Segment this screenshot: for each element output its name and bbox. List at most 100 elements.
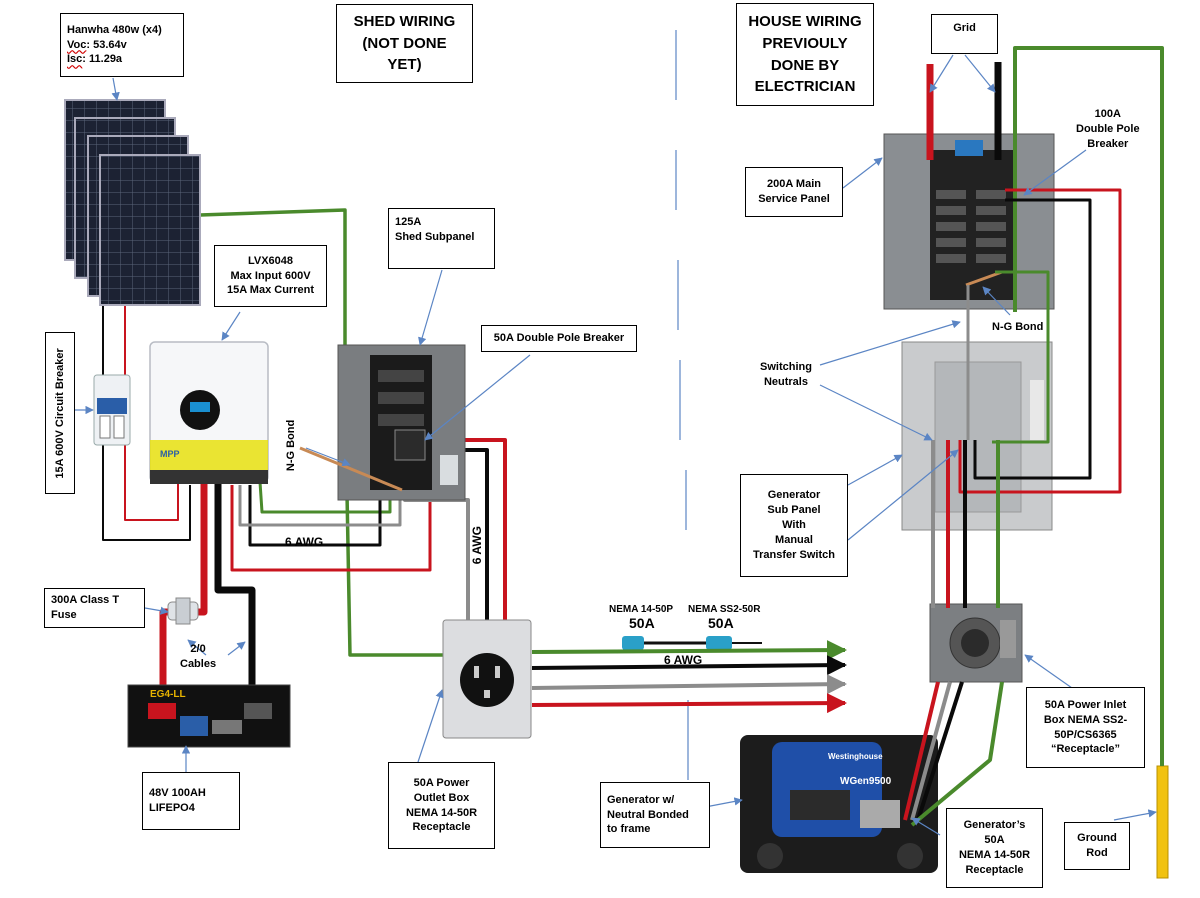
gen-receptacle-line4: Receptacle [965,863,1024,876]
shed-title-line1: SHED WIRING [353,12,456,30]
subpanel-amps: 125A [395,216,422,228]
ground-rod [1156,765,1169,879]
gen-subpanel-line3: With [782,519,806,532]
subpanel-label-box: 125A Shed Subpanel [388,208,495,269]
outlet-box-line4: Receptacle [412,821,471,834]
solar-model: Hanwha 480w (x4) [67,23,162,36]
main-panel-label-box: 200A Main Service Panel [745,167,843,217]
grid-label-box: Grid [931,14,998,54]
ground-rod-line2: Rod [1086,847,1108,859]
shed-breaker-label: 50A Double Pole Breaker [493,332,625,345]
inlet-box-line3: 50P/CS6365 [1054,728,1117,741]
shed-title-box: SHED WIRING (NOT DONE YET) [336,4,473,83]
generator-receptacle-label-box: Generator’s 50A NEMA 14-50R Receptacle [946,808,1043,888]
cord-plug-amps: 50A [629,615,655,631]
callout-arrows [75,54,1157,836]
generator-subpanel-label-box: Generator Sub Panel With Manual Transfer… [740,474,848,577]
solar-isc-key: Isc [67,53,83,66]
switching-neutrals-label: Switching Neutrals [760,360,812,390]
inlet-box-line1: 50A Power Inlet [1044,698,1127,711]
shed-title-line2: (NOT DONE [362,34,447,52]
house-ng-bond-label: N-G Bond [992,321,1044,333]
class-t-fuse [167,597,199,625]
ground-rod-line1: Ground [1077,832,1117,845]
generator-brand-text: Westinghouse [828,752,883,761]
generator-bond-label-box: Generator w/ Neutral Bonded to frame [600,782,710,848]
ground-rod-label-box: Ground Rod [1064,822,1130,870]
main-panel-rating: 200A Main [766,178,821,191]
pv-breaker [93,374,131,446]
battery [127,684,291,748]
inverter-spec-box: LVX6048 Max Input 600V 15A Max Current [214,245,327,307]
house-title-line3: DONE BY [770,56,840,74]
gen-receptacle-line3: NEMA 14-50R [958,849,1031,861]
fuse-label-box: 300A Class T Fuse [44,588,145,628]
shed-title-line3: YET) [387,56,422,74]
inverter-brand-text: MPP [160,449,180,459]
battery-voltage-capacity: 48V 100AH [149,787,206,800]
solar-panel-array [64,99,201,306]
gen-subpanel-line2: Sub Panel [767,504,821,517]
solar-voc-value: : 53.64v [86,38,127,51]
cord-plug-type: NEMA 14-50P [609,604,674,615]
solar-voc: Voc: 53.64v [67,38,127,53]
shed-breaker-label-box: 50A Double Pole Breaker [481,325,637,352]
solar-isc-value: : 11.29a [82,53,123,66]
interconnect-gauge-label: 6 AWG [664,653,703,667]
shed-subpanel [299,344,466,501]
outlet-box-line3: NEMA 14-50R [405,806,478,819]
gen-receptacle-line2: 50A [984,834,1005,847]
gen-subpanel-line4: Manual [775,533,813,546]
house-title-line1: HOUSE WIRING [748,13,862,30]
house-title-line2: PREVIOULY [762,34,848,52]
house-title-box: HOUSE WIRING PREVIOULY DONE BY ELECTRICI… [736,3,874,106]
solar-voc-key: Voc [67,38,87,51]
power-inlet-box [929,603,1023,683]
main-breaker-label: 100A Double Pole Breaker [1076,107,1140,152]
house-title-line4: ELECTRICIAN [754,78,856,96]
switching-neutrals-line1: Switching [760,361,812,373]
extension-cord [622,636,762,650]
fuse-rating: 300A Class T [51,594,120,607]
pv-breaker-label: 15A 600V Circuit Breaker [53,347,66,479]
solar-spec-box: Hanwha 480w (x4) Voc: 53.64v Isc: 11.29a [60,13,184,77]
shed-ng-bond-label: N-G Bond [285,419,298,472]
outlet-box [442,619,532,739]
shed-wires [102,208,507,705]
outlet-feed-gauge-label: 6 AWG [470,525,485,565]
inlet-box-line4: “Receptacle” [1050,743,1121,756]
switching-neutrals-line2: Neutrals [763,375,808,388]
main-service-panel [883,133,1055,310]
main-breaker-word: Breaker [1087,137,1129,150]
inlet-box-line2: Box NEMA SS2- [1043,713,1128,726]
inverter [149,341,269,484]
battery-cables-label: 2/0 Cables [180,642,216,672]
inverter-model: LVX6048 [247,254,294,267]
battery-cables-word: Cables [180,657,217,670]
gen-subpanel-line1: Generator [767,489,821,502]
battery-brand-text: EG4-LL [150,689,186,700]
house-wires [903,46,1164,827]
main-breaker-type: Double Pole [1076,122,1140,135]
outlet-box-label-box: 50A Power Outlet Box NEMA 14-50R Recepta… [388,762,495,849]
cord-connector-type: NEMA SS2-50R [688,604,761,615]
fuse-name: Fuse [51,609,77,621]
outlet-box-line1: 50A Power [413,776,470,789]
generator-model-text: WGen9500 [840,776,892,787]
outlet-box-line2: Outlet Box [413,791,470,804]
section-divider [675,30,689,780]
battery-cables-size: 2/0 [190,643,206,655]
inverter-max-input: Max Input 600V [230,269,311,282]
generator-bond-line1: Generator w/ [607,793,675,806]
battery-label-box: 48V 100AH LIFEPO4 [142,772,240,830]
inverter-max-current: 15A Max Current [226,284,314,297]
grid-label: Grid [953,22,976,34]
cord-connector-amps: 50A [708,615,734,631]
solar-isc: Isc: 11.29a [67,52,122,67]
main-panel-name: Service Panel [758,193,830,205]
subpanel-name: Shed Subpanel [395,230,475,243]
inverter-output-gauge-label: 6 AWG [285,535,324,549]
pv-breaker-label-box: 15A 600V Circuit Breaker [45,332,75,494]
